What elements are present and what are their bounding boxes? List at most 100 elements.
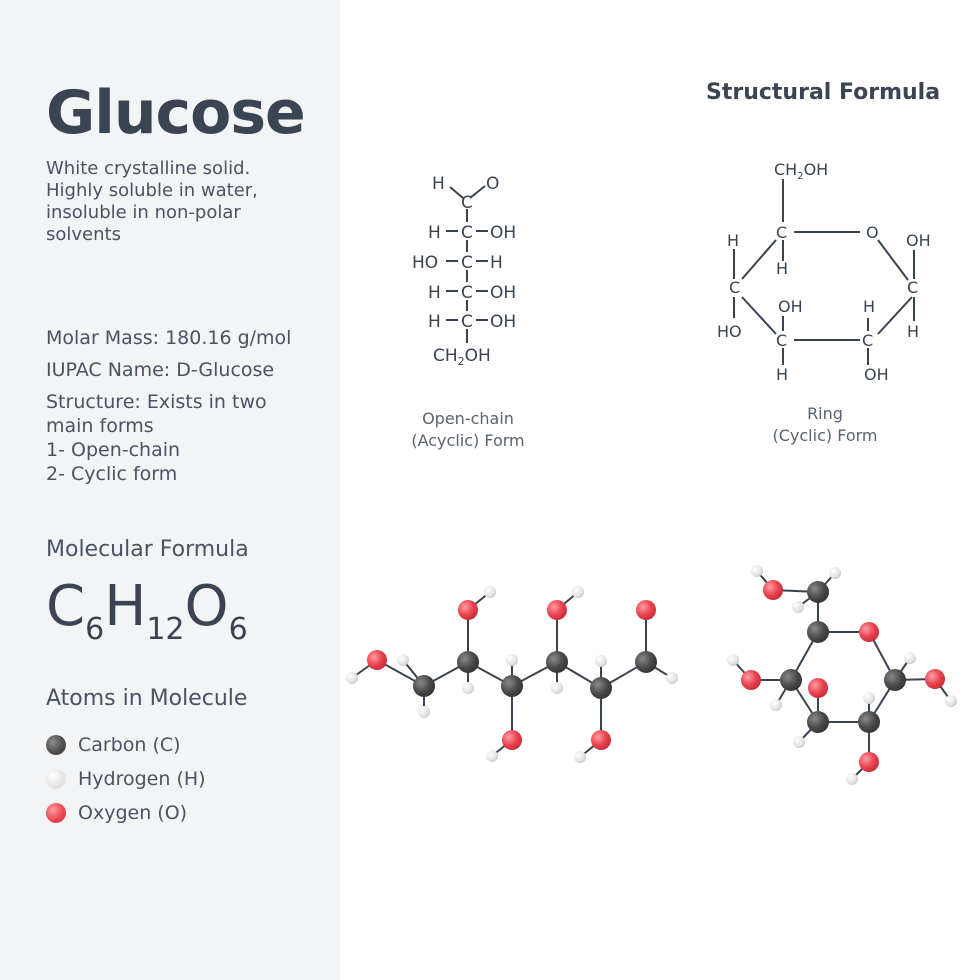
svg-text:OH: OH (864, 365, 889, 384)
hydrogen-atom (551, 682, 563, 694)
atom-legend: Carbon (C) Hydrogen (H) Oxygen (O) (46, 728, 206, 830)
carbon-atom (780, 669, 802, 691)
hydrogen-atom (792, 601, 804, 613)
description: White crystalline solid. Highly soluble … (46, 158, 336, 246)
hydrogen-atom (770, 699, 782, 711)
svg-text:H: H (428, 223, 441, 243)
molecular-formula-label: Molecular Formula (46, 537, 249, 562)
svg-text:OH: OH (490, 312, 516, 332)
description-line: insoluble in non-polar (46, 202, 241, 223)
hydrogen-atom (904, 652, 916, 664)
structure-line: main forms (46, 415, 154, 437)
oxygen-atom (458, 600, 478, 620)
svg-text:C: C (461, 253, 473, 273)
hydrogen-atom (595, 655, 607, 667)
svg-text:HO: HO (412, 253, 438, 273)
svg-text:H: H (727, 231, 739, 250)
carbon-atom (807, 581, 829, 603)
svg-text:O: O (486, 174, 499, 194)
hydrogen-atom-icon (46, 769, 66, 789)
svg-text:C: C (862, 331, 873, 350)
svg-text:C: C (729, 278, 740, 297)
svg-text:OH: OH (490, 223, 516, 243)
legend-item-oxygen: Oxygen (O) (46, 796, 206, 830)
legend-label: Carbon (C) (78, 734, 181, 756)
svg-text:C: C (907, 278, 918, 297)
ring-ball-model (727, 565, 957, 785)
svg-text:CH2OH: CH2OH (774, 160, 828, 182)
caption-line: (Acyclic) Form (411, 431, 525, 450)
hydrogen-atom (945, 695, 957, 707)
ring-caption: Ring (Cyclic) Form (754, 403, 896, 447)
legend-label: Hydrogen (H) (78, 768, 206, 790)
oxygen-atom (859, 622, 879, 642)
hydrogen-atom (727, 654, 739, 666)
oxygen-atom (591, 730, 611, 750)
hydrogen-atom (846, 773, 858, 785)
formula-c: C (46, 574, 86, 639)
oxygen-atom (763, 580, 783, 600)
open-chain-ball-model (346, 586, 678, 763)
carbon-atom (546, 651, 568, 673)
formula-c-count: 6 (85, 612, 105, 647)
carbon-atom (858, 711, 880, 733)
page-title: Glucose (46, 78, 306, 148)
hydrogen-atom (863, 692, 875, 704)
molar-mass: Molar Mass: 180.16 g/mol (46, 327, 292, 349)
svg-text:H: H (776, 259, 788, 278)
hydrogen-atom (346, 672, 358, 684)
svg-text:O: O (866, 223, 879, 242)
hydrogen-atom (572, 586, 584, 598)
carbon-atom (884, 669, 906, 691)
svg-text:CH2OH: CH2OH (433, 346, 491, 368)
oxygen-atom-icon (46, 803, 66, 823)
hydrogen-atom (751, 565, 763, 577)
oxygen-atom (547, 600, 567, 620)
svg-text:C: C (776, 331, 787, 350)
info-sidebar: Glucose White crystalline solid. Highly … (0, 0, 340, 980)
description-line: solvents (46, 224, 121, 245)
oxygen-atom (925, 669, 945, 689)
oxygen-atom (741, 670, 761, 690)
caption-line: Ring (807, 404, 843, 423)
legend-item-carbon: Carbon (C) (46, 728, 206, 762)
hydrogen-atom (462, 682, 474, 694)
carbon-atom (590, 677, 612, 699)
oxygen-atom (859, 752, 879, 772)
svg-text:H: H (428, 283, 441, 303)
svg-text:H: H (776, 365, 788, 384)
carbon-atom (413, 675, 435, 697)
atoms-label: Atoms in Molecule (46, 686, 248, 711)
caption-line: (Cyclic) Form (772, 426, 878, 445)
hydrogen-atom (418, 706, 430, 718)
hydrogen-atom (793, 736, 805, 748)
svg-text:H: H (863, 297, 875, 316)
svg-text:OH: OH (778, 297, 803, 316)
structure-line: 1- Open-chain (46, 439, 181, 461)
formula-o: O (184, 574, 229, 639)
svg-text:C: C (461, 193, 473, 213)
carbon-atom (807, 621, 829, 643)
svg-text:C: C (776, 223, 787, 242)
carbon-atom-icon (46, 735, 66, 755)
hydrogen-atom (829, 567, 841, 579)
svg-text:C: C (461, 283, 473, 303)
oxygen-atom (636, 600, 656, 620)
structural-formula-title: Structural Formula (706, 80, 941, 105)
carbon-atom (807, 711, 829, 733)
description-line: White crystalline solid. (46, 158, 251, 179)
carbon-atom (635, 651, 657, 673)
hydrogen-atom (484, 586, 496, 598)
molecular-formula: C6H12O6 (46, 574, 248, 647)
svg-text:OH: OH (906, 231, 931, 250)
legend-label: Oxygen (O) (78, 802, 188, 824)
hydrogen-atom (506, 654, 518, 666)
structure-line: Structure: Exists in two (46, 391, 267, 413)
formula-o-count: 6 (228, 612, 248, 647)
carbon-atom (501, 675, 523, 697)
iupac-name: IUPAC Name: D-Glucose (46, 359, 275, 381)
svg-text:H: H (490, 253, 503, 273)
